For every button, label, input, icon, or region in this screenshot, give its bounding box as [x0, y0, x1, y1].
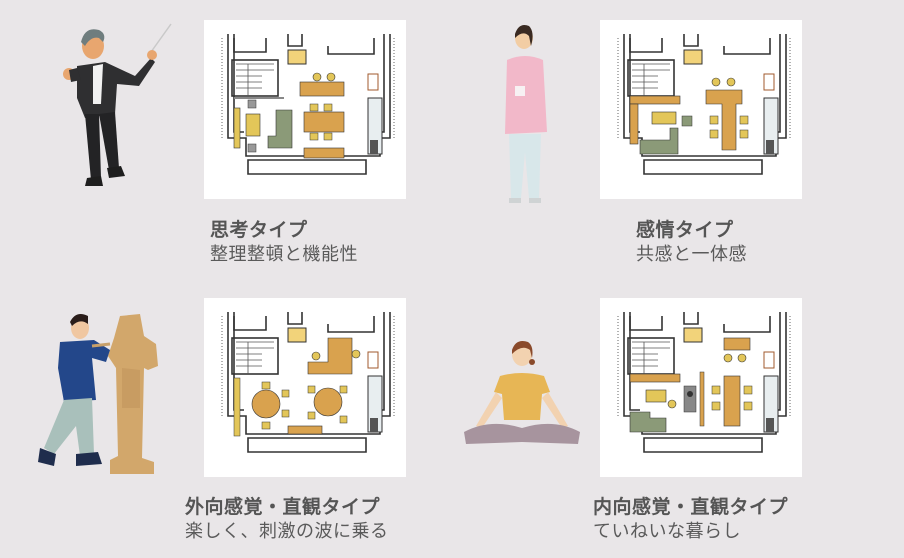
sculptor-man-illustration — [36, 308, 166, 476]
floorplan-card-feeling — [600, 20, 802, 199]
type-label-feeling: 感情タイプ 共感と一体感 — [636, 219, 747, 265]
conductor-man-illustration — [55, 18, 175, 193]
type-label-thinking: 思考タイプ 整理整頓と機能性 — [210, 219, 358, 265]
type-title: 感情タイプ — [636, 219, 734, 241]
type-title: 思考タイプ — [210, 219, 308, 241]
woman-meditating-illustration — [460, 336, 584, 448]
floorplan-calm — [617, 312, 791, 453]
floorplan-organized — [221, 34, 395, 175]
floorplan-card-extroverted — [204, 298, 406, 477]
type-label-extroverted: 外向感覚・直観タイプ 楽しく、刺激の波に乗る — [185, 496, 389, 542]
type-label-introverted: 内向感覚・直観タイプ ていねいな暮らし — [593, 496, 788, 542]
type-subtitle: 楽しく、刺激の波に乗る — [185, 520, 389, 542]
floorplan-card-introverted — [600, 298, 802, 477]
type-subtitle: 共感と一体感 — [636, 243, 747, 265]
floorplan-l-shaped-table — [617, 34, 791, 175]
type-title: 外向感覚・直観タイプ — [185, 496, 381, 518]
type-subtitle: ていねいな暮らし — [593, 520, 741, 542]
floorplan-round-tables — [221, 312, 395, 453]
type-title: 内向感覚・直観タイプ — [593, 496, 789, 518]
type-subtitle: 整理整頓と機能性 — [210, 243, 358, 265]
woman-standing-illustration — [495, 22, 555, 208]
floorplan-card-thinking — [204, 20, 406, 199]
